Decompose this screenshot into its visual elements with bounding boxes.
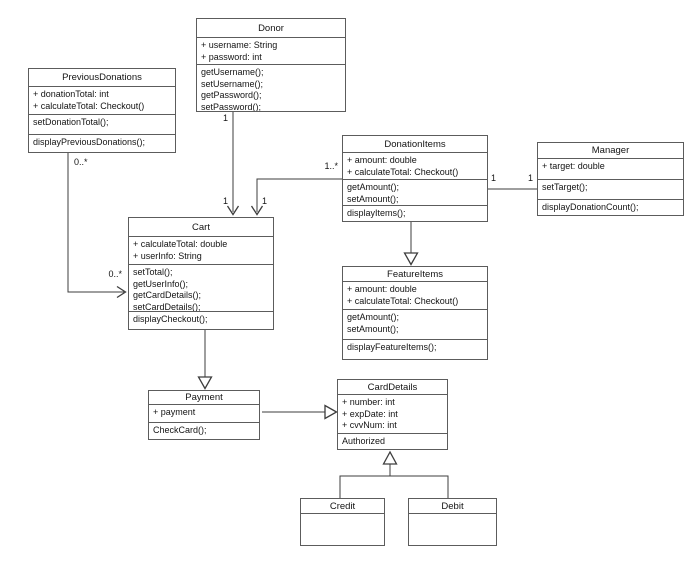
operation-line: displayDonationCount();: [542, 202, 639, 212]
multiplicity-label: 1: [262, 196, 268, 206]
operation-line: getAmount();: [347, 182, 400, 192]
attribute-line: + payment: [153, 407, 196, 417]
class-title: Debit: [441, 500, 464, 512]
attribute-line: + target: double: [542, 161, 605, 171]
attributes-compartment: + donationTotal: int + calculateTotal: C…: [29, 86, 175, 114]
operations-compartment: displayDonationCount();: [538, 199, 683, 215]
multiplicity-label: 1..*: [324, 161, 338, 171]
attribute-line: + expDate: int: [342, 408, 398, 419]
operation-line: setTotal();: [133, 267, 173, 277]
operation-line: setCardDetails();: [133, 301, 201, 312]
operation-line: displayCheckout();: [133, 314, 208, 324]
operation-line: getPassword();: [201, 90, 262, 100]
status-compartment: Authorized: [338, 433, 447, 449]
class-title: Payment: [185, 392, 223, 403]
class-title: PreviousDonations: [62, 72, 142, 83]
operation-line: CheckCard();: [153, 425, 207, 435]
attribute-line: + donationTotal: int: [33, 89, 109, 99]
attribute-line: + calculateTotal: double: [133, 239, 228, 249]
operation-line: getCardDetails();: [133, 290, 202, 300]
attribute-line: + userInfo: String: [133, 250, 202, 261]
operation-line: getAmount();: [347, 312, 400, 322]
open-arrow-icon: [116, 285, 127, 299]
class-title: Cart: [192, 221, 210, 233]
operations-compartment: CheckCard();: [149, 422, 259, 439]
attributes-compartment: + username: String + password: int: [197, 37, 345, 64]
attributes-compartment: + payment: [149, 404, 259, 422]
operation-line: getUsername();: [201, 67, 264, 77]
operations-compartment: displayItems();: [343, 205, 487, 221]
empty-compartment: [301, 513, 384, 545]
open-arrow-icon: [226, 205, 240, 216]
class-manager: Manager + target: double setTarget(); di…: [537, 142, 684, 216]
hollow-triangle-icon: [382, 450, 398, 465]
multiplicity-label: 1: [527, 173, 533, 183]
attribute-line: + username: String: [201, 40, 278, 50]
hollow-triangle-icon: [197, 376, 213, 390]
operations-compartment: displayFeatureItems();: [343, 339, 487, 359]
class-title: Credit: [329, 500, 356, 512]
attributes-compartment: + target: double: [538, 158, 683, 179]
operation-line: setDonationTotal();: [33, 117, 109, 127]
open-arrow-icon: [250, 205, 264, 216]
multiplicity-label: 1: [491, 173, 497, 183]
operations-compartment: getAmount(); setAmount();: [343, 179, 487, 205]
operations-compartment: getUsername(); setUsername(); getPasswor…: [197, 64, 345, 111]
operation-line: displayPreviousDonations();: [33, 137, 146, 147]
operation-line: setUsername();: [201, 78, 264, 89]
operation-line: setAmount();: [347, 323, 399, 334]
operations-compartment: setDonationTotal();: [29, 114, 175, 134]
attribute-line: + calculateTotal: Checkout(): [347, 166, 459, 177]
class-donationitems: DonationItems + amount: double + calcula…: [342, 135, 488, 222]
attribute-line: + password: int: [201, 51, 262, 62]
class-title: FeatureItems: [387, 268, 443, 280]
connector-previousdonations-cart: [67, 153, 124, 293]
multiplicity-label: 1: [222, 196, 228, 206]
operation-line: displayItems();: [347, 208, 406, 218]
attributes-compartment: + calculateTotal: double + userInfo: Str…: [129, 236, 273, 264]
multiplicity-label: 1: [222, 113, 228, 123]
operation-line: displayFeatureItems();: [347, 342, 437, 352]
class-previousdonations: PreviousDonations + donationTotal: int +…: [28, 68, 176, 153]
attribute-line: + cvvNum: int: [342, 420, 397, 430]
operations-compartment: setTarget();: [538, 179, 683, 199]
connector-donationitems-cart: [256, 178, 342, 212]
class-carddetails: CardDetails + number: int + expDate: int…: [337, 379, 448, 450]
class-featureitems: FeatureItems + amount: double + calculat…: [342, 266, 488, 360]
operations-compartment: displayCheckout();: [129, 311, 273, 329]
connector-credit-debit-carddetails: [339, 464, 449, 498]
attribute-line: + amount: double: [347, 155, 417, 165]
multiplicity-label: 0..*: [74, 157, 88, 167]
hollow-triangle-icon: [324, 404, 338, 420]
class-title: DonationItems: [384, 138, 446, 150]
class-title: Manager: [591, 145, 630, 156]
operation-line: setPassword();: [201, 101, 262, 112]
class-title: Donor: [258, 22, 284, 34]
operation-line: getUserInfo();: [133, 278, 189, 289]
attributes-compartment: + number: int + expDate: int + cvvNum: i…: [338, 394, 447, 433]
operations-compartment: setTotal(); getUserInfo(); getCardDetail…: [129, 264, 273, 311]
hollow-triangle-icon: [403, 252, 419, 266]
operations-compartment: getAmount(); setAmount();: [343, 309, 487, 339]
empty-compartment: [409, 513, 496, 545]
multiplicity-label: 0..*: [108, 269, 122, 279]
attributes-compartment: + amount: double + calculateTotal: Check…: [343, 152, 487, 179]
attribute-line: + number: int: [342, 397, 395, 407]
class-donor: Donor + username: String + password: int…: [196, 18, 346, 112]
attribute-line: + amount: double: [347, 284, 417, 294]
class-credit: Credit: [300, 498, 385, 546]
status-line: Authorized: [342, 436, 386, 446]
attribute-line: + calculateTotal: Checkout(): [347, 295, 459, 306]
operation-line: setTarget();: [542, 182, 588, 192]
class-debit: Debit: [408, 498, 497, 546]
class-payment: Payment + payment CheckCard();: [148, 390, 260, 440]
class-cart: Cart + calculateTotal: double + userInfo…: [128, 217, 274, 330]
operation-line: setAmount();: [347, 193, 399, 204]
class-title: CardDetails: [367, 381, 418, 393]
attributes-compartment: + amount: double + calculateTotal: Check…: [343, 281, 487, 309]
attribute-line: + calculateTotal: Checkout(): [33, 100, 145, 111]
operations-compartment: displayPreviousDonations();: [29, 134, 175, 152]
